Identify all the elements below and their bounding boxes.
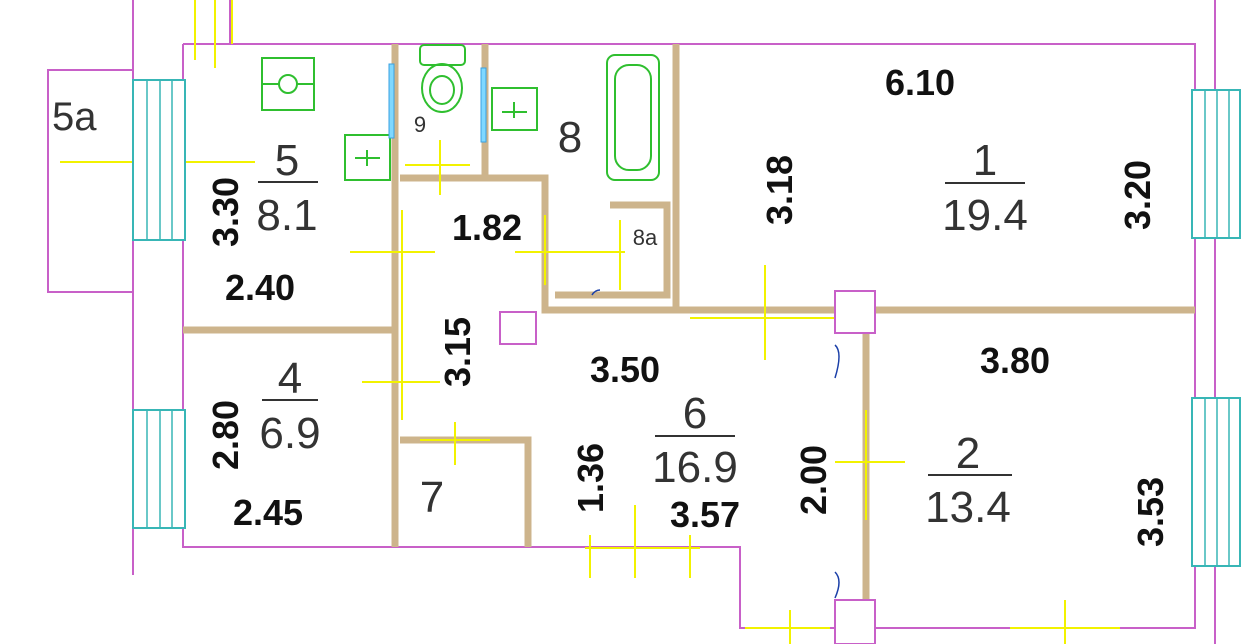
room-9-label: 9 [414,112,426,137]
door-swing [834,344,840,379]
window-left-bottom [132,409,186,529]
window-right-top [1191,89,1241,239]
toilet-icon [419,44,466,113]
room-5a-label: 5a [52,95,97,139]
window-right-bottom [1191,397,1241,567]
doors [60,0,1120,644]
dim-6-10: 6.10 [885,62,955,103]
stove-icon [261,57,315,111]
dim-3-30: 3.30 [205,177,246,247]
door-swing [591,289,601,296]
dim-3-18: 3.18 [759,155,800,225]
room-4-area: 6.9 [259,409,320,458]
window-left-top [132,79,186,241]
room-8a-label: 8a [633,225,658,250]
dim-3-15: 3.15 [437,317,478,387]
dim-1-82: 1.82 [452,207,522,248]
bathroom-sink-icon [491,87,538,131]
room-5-area: 8.1 [256,191,317,240]
room-6-area: 16.9 [652,443,738,492]
dim-1-36: 1.36 [570,443,611,513]
dim-3-80: 3.80 [980,340,1050,381]
dim-2-00: 2.00 [793,445,834,515]
room-2-number: 2 [956,429,980,478]
room-2-area: 13.4 [925,483,1011,532]
dim-3-20: 3.20 [1117,160,1158,230]
room-5-number: 5 [275,136,299,185]
column-top [834,290,876,334]
room-1-number: 1 [973,136,997,185]
room-1-area: 19.4 [942,191,1028,240]
room-8-label: 8 [558,113,582,162]
ventilation-shaft [499,311,537,345]
bathtub-icon [606,54,660,181]
door-swing [834,571,840,599]
dim-3-57: 3.57 [670,494,740,535]
dim-2-80: 2.80 [205,400,246,470]
dim-2-45: 2.45 [233,492,303,533]
room-6-number: 6 [683,389,707,438]
dim-2-40: 2.40 [225,267,295,308]
room-7-label: 7 [420,473,444,522]
room-4-number: 4 [278,354,302,403]
kitchen-sink-icon [344,134,391,181]
column-bottom [834,599,876,644]
dim-3-53: 3.53 [1130,477,1171,547]
vent-marks [388,63,487,143]
dim-3-50: 3.50 [590,349,660,390]
